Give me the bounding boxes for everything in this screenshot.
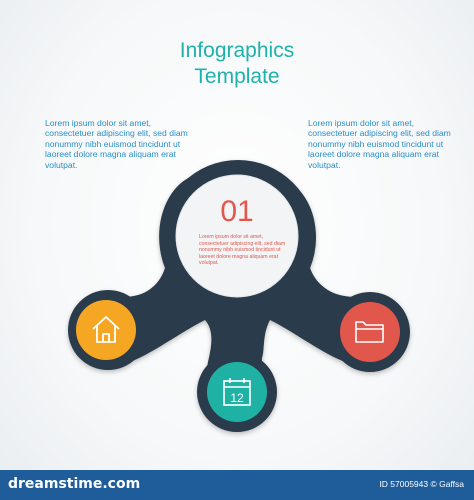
center-text-line: Lorem ipsum dolor sit amet, <box>199 234 264 240</box>
bottom-node: 12 <box>207 362 267 422</box>
center-text-line: nonummy nibh euismod tincidunt ut <box>199 247 281 254</box>
left-text-line: Lorem ipsum dolor sit amet, <box>45 118 152 128</box>
left-node <box>76 300 136 360</box>
left-text-line: consectetuer adipiscing elit, sed diam <box>45 128 188 139</box>
left-text-line: volutpat. <box>45 159 78 170</box>
title-line-2: Template <box>194 65 280 88</box>
center-text-line: volutpat. <box>199 260 219 267</box>
center-text-line: laoreet dolore magna aliquam erat <box>199 253 279 260</box>
right-text-block: Lorem ipsum dolor sit amet, consectetuer… <box>308 118 458 170</box>
folder-icon <box>355 321 384 343</box>
left-node-circle <box>76 300 136 360</box>
calendar-icon: 12 <box>223 378 251 406</box>
right-node <box>340 302 400 362</box>
right-node-circle <box>340 302 400 362</box>
step-number: 01 <box>220 195 254 228</box>
title-line-1: Infographics <box>179 39 295 62</box>
footer-bar: dreamstime.com ID 57005943 © Gaffsa <box>0 470 474 500</box>
center-text-line: consectetuer adipiscing elit, sed diam <box>199 240 286 247</box>
footer-logo[interactable]: dreamstime.com <box>8 476 141 492</box>
right-text-line: laoreet dolore magna aliquam erat <box>308 149 439 160</box>
infographic-title: Infographics Template <box>0 38 474 90</box>
left-text-line: nonummy nibh euismod tincidunt ut <box>45 138 181 149</box>
metaball-diagram: 12 <box>68 160 410 432</box>
right-text-line: nonummy nibh euismod tincidunt ut <box>308 138 444 149</box>
center-text-block: Lorem ipsum dolor sit amet, consectetuer… <box>199 234 289 267</box>
bottom-node-circle <box>207 362 267 422</box>
calendar-day-label: 12 <box>230 391 244 405</box>
left-text-line: laoreet dolore magna aliquam erat <box>45 149 176 160</box>
left-text-block: Lorem ipsum dolor sit amet, consectetuer… <box>45 118 195 170</box>
center-circle <box>175 174 299 298</box>
right-text-line: Lorem ipsum dolor sit amet, <box>308 118 415 128</box>
home-icon <box>92 316 120 343</box>
right-text-line: volutpat. <box>308 159 341 170</box>
image-id-credit: ID 57005943 © Gaffsa <box>379 479 464 489</box>
right-text-line: consectetuer adipiscing elit, sed diam <box>308 128 451 139</box>
